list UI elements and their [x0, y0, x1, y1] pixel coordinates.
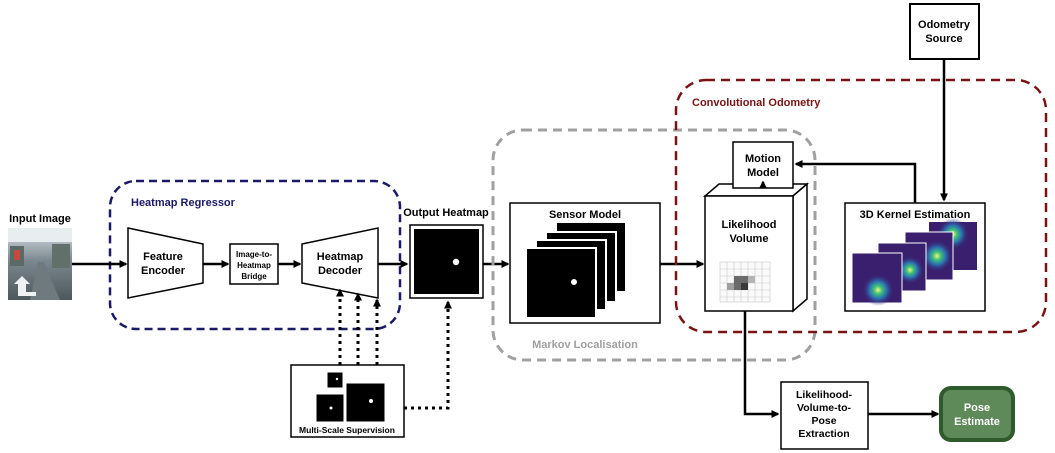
- extraction-label-3: Pose: [811, 415, 836, 427]
- supervision-label: Multi-Scale Supervision: [299, 425, 395, 435]
- supervision-small-peak: [335, 377, 339, 381]
- convolutional-odometry-group: [674, 78, 1048, 334]
- likelihood-volume-cube: [702, 182, 810, 313]
- bridge-label-2: Heatmap: [237, 261, 271, 270]
- extraction-box: [780, 381, 869, 450]
- heatmap-decoder-label-2: Decoder: [318, 265, 363, 277]
- output-heatmap-peak: [452, 258, 460, 266]
- pose-estimate-box: [939, 386, 1015, 442]
- supervision-arrows: [336, 288, 452, 410]
- arrow-kernel-to-motion: [794, 160, 917, 203]
- extraction-label-2: Volume-to-: [797, 402, 852, 414]
- markov-localisation-group: [491, 128, 817, 362]
- odometry-source-box: [909, 3, 980, 60]
- likelihood-volume-label-2: Volume: [730, 233, 769, 245]
- feature-encoder-block: [127, 227, 204, 299]
- supervision-heatmap-large: [345, 382, 386, 423]
- feature-encoder-label-1: Feature: [143, 251, 183, 263]
- heatmap-regressor-title: Heatmap Regressor: [131, 197, 236, 209]
- likelihood-volume-label-1: Likelihood: [722, 219, 777, 231]
- pose-estimate-label-2: Estimate: [954, 416, 1000, 428]
- motion-model-label-1: Motion: [745, 153, 781, 165]
- output-heatmap-label: Output Heatmap: [403, 207, 489, 219]
- bridge-label-1: Image-to-: [236, 250, 272, 259]
- heatmap-regressor-group: [108, 179, 402, 331]
- extraction-label-1: Likelihood-: [796, 389, 853, 401]
- bridge-label-3: Bridge: [241, 272, 267, 281]
- supervision-large-peak: [369, 399, 373, 403]
- kernel-heatmap-stack: [851, 218, 977, 306]
- arrow-likelihood-to-extraction: [743, 311, 780, 418]
- sensor-model-label: Sensor Model: [549, 209, 621, 221]
- output-heatmap-image: [414, 229, 479, 294]
- kernel-estimation-label: 3D Kernel Estimation: [860, 209, 971, 221]
- heatmap-decoder-block: [301, 227, 379, 299]
- convolutional-odometry-title: Convolutional Odometry: [692, 97, 821, 109]
- bridge-block: [229, 243, 279, 285]
- pose-estimate-label-1: Pose: [964, 402, 990, 414]
- feature-encoder-label-2: Encoder: [141, 265, 186, 277]
- supervision-heatmap-small: [326, 371, 344, 389]
- sensor-model-heatmap-stack: [525, 221, 627, 319]
- motion-model-label-2: Model: [747, 167, 779, 179]
- odometry-source-label-2: Source: [925, 33, 962, 45]
- input-image-label: Input Image: [9, 213, 71, 225]
- markov-localisation-title: Markov Localisation: [532, 339, 638, 351]
- odometry-source-label-1: Odometry: [918, 19, 971, 31]
- extraction-label-4: Extraction: [798, 428, 849, 440]
- motion-model-box: [732, 141, 794, 189]
- supervision-medium-peak: [329, 406, 333, 410]
- input-image-thumbnail: [8, 228, 72, 300]
- heatmap-decoder-label-1: Heatmap: [317, 251, 364, 263]
